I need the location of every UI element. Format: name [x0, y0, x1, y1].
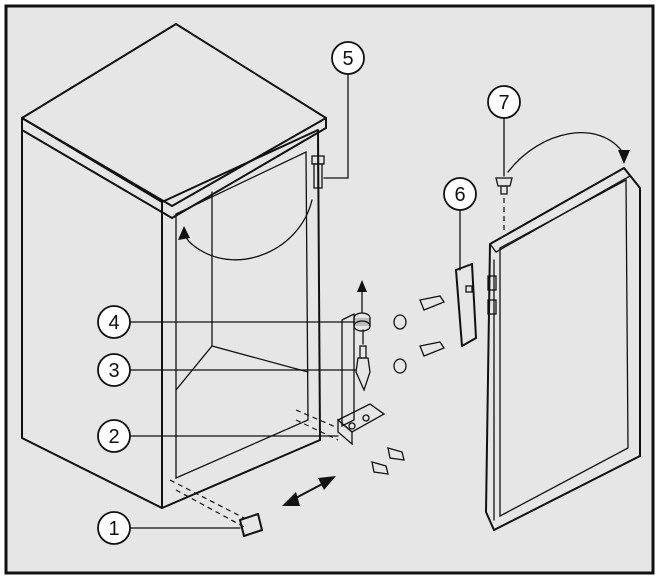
top-pin-move-arrow	[178, 199, 313, 261]
callout-2-label: 2	[108, 426, 119, 448]
callout-6: 6	[443, 177, 477, 211]
door-hinge-hole	[487, 299, 497, 315]
callout-3-label: 3	[108, 360, 119, 382]
cover-screws	[419, 295, 445, 357]
door	[485, 167, 641, 531]
bracket-screws	[371, 447, 405, 475]
arrow-head	[357, 280, 367, 292]
cabinet-front-face	[161, 129, 321, 509]
callout-3: 3	[97, 353, 131, 387]
callout-4-label: 4	[108, 312, 119, 334]
callout-5: 5	[331, 41, 365, 75]
dashed-guides	[169, 409, 339, 529]
callout-1-label: 1	[108, 518, 119, 540]
door-top-edge	[489, 167, 631, 253]
cabinet-top-edge	[21, 117, 327, 219]
callout-2: 2	[97, 419, 131, 453]
callout-7-label: 7	[498, 92, 509, 114]
plug-cap	[239, 513, 263, 537]
callout-6-label: 6	[454, 184, 465, 206]
arrow-head	[178, 226, 190, 240]
diagram-frame	[4, 4, 655, 575]
transfer-double-arrow	[282, 476, 336, 506]
cabinet	[21, 23, 327, 509]
door-hinge-cover	[455, 263, 477, 347]
callout-4: 4	[97, 305, 131, 339]
door-hinge-hole	[487, 275, 497, 291]
callout-7: 7	[487, 85, 521, 119]
small-plugs	[393, 314, 407, 374]
top-hinge-pin	[311, 139, 325, 189]
hinge-plate-back	[341, 312, 355, 428]
leader-lines	[129, 73, 505, 529]
callout-5-label: 5	[342, 48, 353, 70]
callout-1: 1	[97, 511, 131, 545]
door-stop-screw	[495, 177, 513, 230]
door-screw-move-arrow	[507, 132, 630, 173]
arrow-head	[618, 150, 630, 164]
cabinet-inner-lines	[175, 191, 309, 391]
